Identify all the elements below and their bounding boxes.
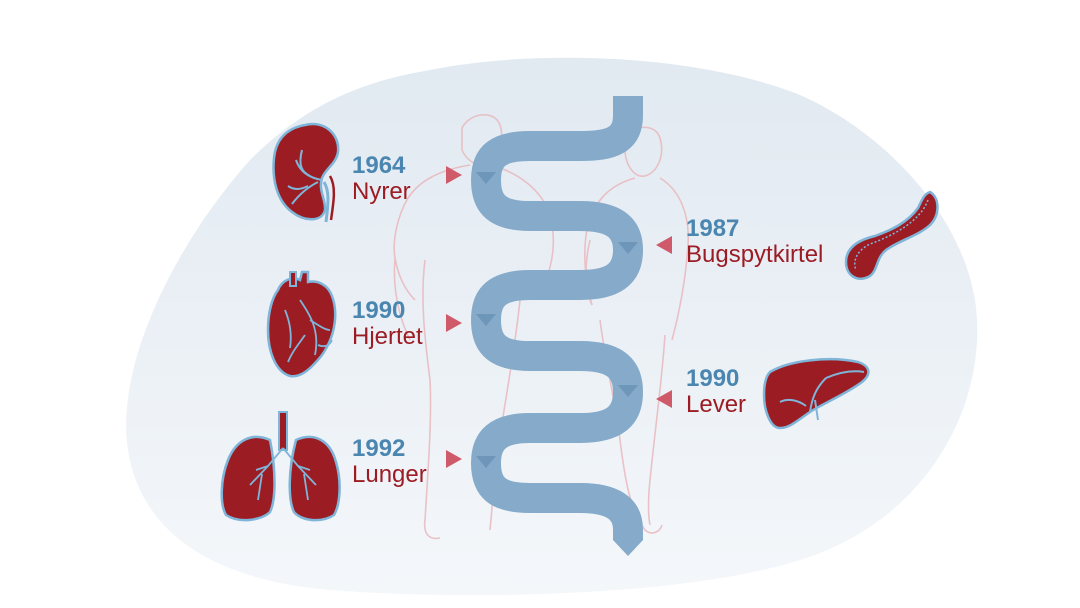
pointer-arrow-1992	[446, 450, 462, 468]
pointer-arrow-1990-heart	[446, 314, 462, 332]
milestone-heart: 1990 Hjertet	[352, 298, 423, 350]
milestone-organ: Lunger	[352, 461, 427, 488]
kidney-icon	[272, 122, 340, 223]
milestone-year: 1964	[352, 152, 406, 179]
background-blob	[126, 57, 978, 596]
heart-icon	[266, 270, 337, 378]
milestone-year: 1992	[352, 435, 406, 462]
milestone-year: 1987	[686, 215, 740, 242]
pointer-arrow-1987	[656, 236, 672, 254]
milestone-kidney: 1964 Nyrer	[352, 153, 411, 205]
path-markers	[476, 172, 638, 468]
milestone-organ: Hjertet	[352, 323, 423, 350]
pointer-arrow-1990-liver	[656, 390, 672, 408]
milestone-year: 1990	[686, 365, 740, 392]
pointer-arrow-1964	[446, 166, 462, 184]
milestone-organ: Nyrer	[352, 178, 411, 205]
milestone-organ: Lever	[686, 391, 747, 418]
timeline-path-end	[613, 540, 643, 556]
pancreas-icon	[844, 190, 939, 280]
milestone-pancreas: 1987 Bugspytkirtel	[686, 216, 823, 268]
milestone-liver: 1990 Lever	[686, 366, 746, 418]
milestone-organ: Bugspytkirtel	[686, 241, 824, 268]
milestone-lungs: 1992 Lunger	[352, 436, 427, 488]
liver-icon	[762, 357, 870, 430]
milestone-year: 1990	[352, 297, 406, 324]
lungs-icon	[220, 411, 341, 522]
pointer-arrows	[446, 166, 672, 468]
